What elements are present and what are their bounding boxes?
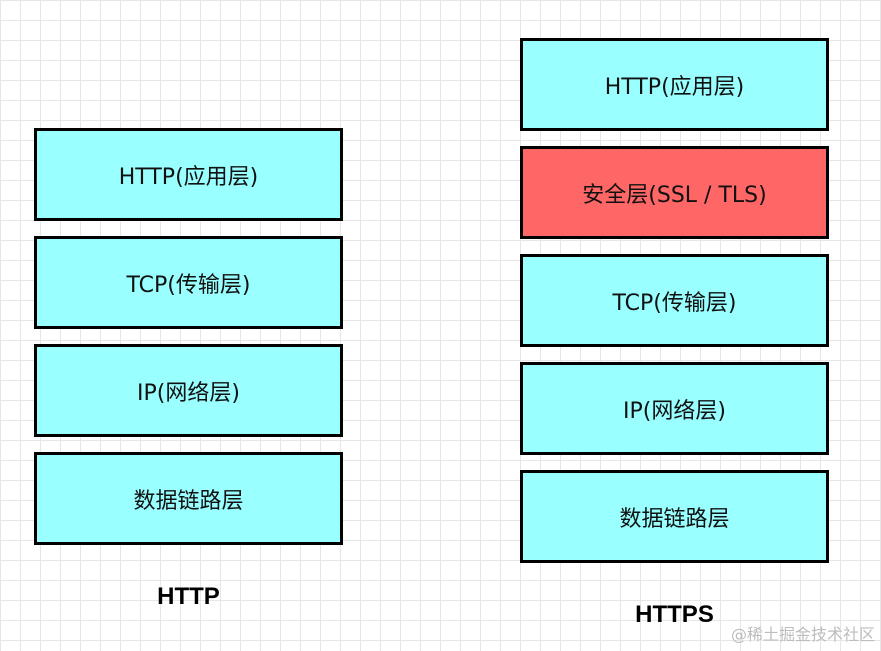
layer-label: 数据链路层 (133, 488, 244, 514)
layer-label: IP(网络层) (623, 398, 726, 424)
http-stack-caption: HTTP (157, 583, 220, 610)
https-stack-application-layer: HTTP(应用层) (520, 38, 829, 131)
layer-label: IP(网络层) (137, 380, 240, 406)
http-stack-application-layer: HTTP(应用层) (34, 128, 343, 221)
layer-label: HTTP(应用层) (118, 164, 259, 190)
layer-label: TCP(传输层) (126, 272, 251, 298)
layer-label: TCP(传输层) (612, 290, 737, 316)
http-stack-network-layer: IP(网络层) (34, 344, 343, 437)
https-stack-data-link-layer: 数据链路层 (520, 470, 829, 563)
layer-label: HTTP(应用层) (604, 74, 745, 100)
https-stack-transport-layer: TCP(传输层) (520, 254, 829, 347)
watermark-text: @稀土掘金技术社区 (730, 625, 875, 644)
https-stack-security-layer: 安全层(SSL / TLS) (520, 146, 829, 239)
https-stack-caption: HTTPS (635, 601, 714, 628)
http-stack-transport-layer: TCP(传输层) (34, 236, 343, 329)
http-stack-data-link-layer: 数据链路层 (34, 452, 343, 545)
https-stack-network-layer: IP(网络层) (520, 362, 829, 455)
layer-label: 数据链路层 (619, 506, 730, 532)
layer-label: 安全层(SSL / TLS) (582, 182, 767, 208)
